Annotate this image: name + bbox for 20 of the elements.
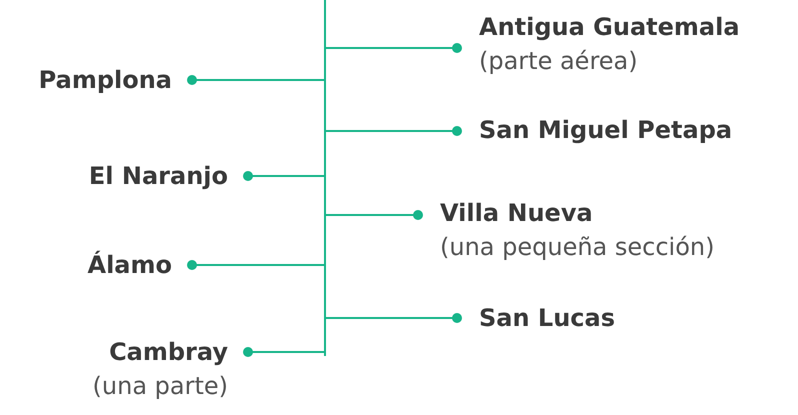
place-name: Cambray	[108, 337, 228, 368]
connector-line	[326, 126, 462, 136]
connector-line	[326, 313, 462, 323]
place-note: (una pequeña sección)	[440, 232, 714, 263]
connector-line	[243, 347, 324, 357]
place-note: (parte aérea)	[479, 46, 639, 77]
place-name: San Lucas	[479, 303, 616, 334]
place-name: San Miguel Petapa	[479, 115, 732, 146]
trunk-line	[324, 0, 326, 356]
connector-line	[187, 75, 324, 85]
place-name: Antigua Guatemala	[479, 12, 740, 43]
place-name: Pamplona	[38, 65, 172, 96]
place-name: Álamo	[88, 250, 172, 281]
connector-line	[326, 43, 462, 53]
place-name: El Naranjo	[88, 161, 228, 192]
place-name: Villa Nueva	[440, 198, 594, 229]
connector-line	[187, 260, 324, 270]
place-note: (una parte)	[92, 371, 228, 402]
connector-line	[326, 210, 423, 220]
connector-line	[243, 171, 324, 181]
